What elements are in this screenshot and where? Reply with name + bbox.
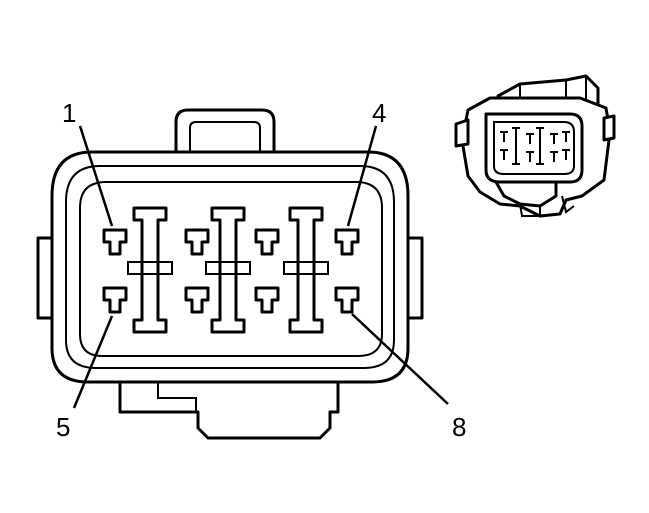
terminal-5 <box>102 286 128 314</box>
separator-center <box>210 206 246 334</box>
iso-terminals <box>500 127 570 165</box>
iso-left-ear <box>454 118 470 148</box>
terminal-8 <box>334 286 360 314</box>
connector-bottom-key-step <box>157 380 197 412</box>
iso-right-ear <box>602 114 616 142</box>
terminal-6 <box>184 286 210 314</box>
terminal-3 <box>254 228 280 256</box>
callout-pin-4: 4 <box>372 98 386 128</box>
separator-right-bar <box>283 261 329 275</box>
connector-face-view: 1 4 5 8 <box>36 98 466 442</box>
separator-left-bar <box>127 261 173 275</box>
leader-pin-5 <box>72 315 114 409</box>
connector-inner-rim <box>65 165 395 369</box>
separator-center-bar <box>205 261 251 275</box>
callout-pin-1: 1 <box>62 98 76 128</box>
callout-pin-8: 8 <box>452 412 466 442</box>
iso-bottom-detail <box>519 195 575 217</box>
connector-latch-inner <box>189 121 261 170</box>
connector-cavity <box>79 181 383 357</box>
terminal-1 <box>102 228 128 256</box>
iso-face-inner <box>493 121 575 175</box>
leader-pin-4 <box>346 125 378 227</box>
connector-bottom-key <box>118 378 340 440</box>
leader-pin-1 <box>78 125 114 227</box>
connector-isometric-view <box>454 74 616 218</box>
iso-face <box>484 112 584 184</box>
callout-pin-5: 5 <box>56 412 70 442</box>
separator-left <box>132 206 168 334</box>
terminal-2 <box>184 228 210 256</box>
terminal-group <box>102 228 360 314</box>
separator-right <box>288 206 324 334</box>
terminal-7 <box>254 286 280 314</box>
terminal-4 <box>334 228 360 256</box>
leader-pin-8 <box>351 313 449 405</box>
